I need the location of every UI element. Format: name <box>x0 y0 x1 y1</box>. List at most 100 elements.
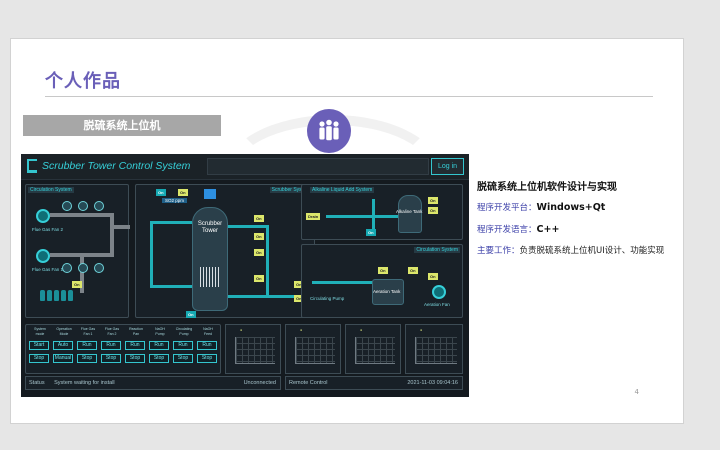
control-header: NaOH Feed <box>203 327 213 336</box>
control-button[interactable]: Run <box>197 341 217 350</box>
panel-title-circulation-2: Circulation System <box>414 247 460 253</box>
cylinder-icon <box>47 290 52 301</box>
control-button[interactable]: Run <box>149 341 169 350</box>
aeration-on-tag[interactable]: On <box>408 267 418 274</box>
work-row: 主要工作：负责脱硫系统上位机UI设计、功能实现 <box>477 245 687 258</box>
cylinder-icon <box>40 290 45 301</box>
control-button[interactable]: Stop <box>149 354 169 363</box>
panel-alkaline: Alkaline Liquid Add System Drain Alkalin… <box>301 184 463 240</box>
control-button[interactable]: Manual <box>53 354 73 363</box>
login-button[interactable]: Log in <box>431 158 464 175</box>
control-button[interactable]: Run <box>101 341 121 350</box>
chart-grid <box>295 337 335 364</box>
pump-tag[interactable]: On <box>186 311 196 318</box>
drain-tag[interactable]: Drain <box>306 213 321 220</box>
team-icon <box>307 109 351 153</box>
so2-value-tag: On <box>156 189 166 196</box>
work-label: 主要工作： <box>477 246 520 256</box>
status-label: Status <box>29 380 45 386</box>
panel-scrubber: Scrubber System On On SO2 ppm Scrubber T… <box>135 184 315 318</box>
panel-circulation-2: Circulation System Aeration Tank Aeratio… <box>301 244 463 318</box>
valve-on-tag[interactable]: On <box>254 215 264 222</box>
chart-grid <box>235 337 275 364</box>
panel-title-alkaline: Alkaline Liquid Add System <box>310 187 375 193</box>
gauge-icon <box>62 201 72 211</box>
remote-bar: Remote Control 2021-11-03 09:04:16 <box>285 376 463 390</box>
page-number: 4 <box>634 388 639 396</box>
language-label: 程序开发语言： <box>477 225 537 235</box>
control-header: Flue Gas Fan 1 <box>80 327 96 336</box>
control-button[interactable]: Stop <box>125 354 145 363</box>
connection-status: Unconnected <box>243 380 276 386</box>
chart-legend-dot: ● <box>420 328 423 332</box>
app-title: Scrubber Tower Control System <box>42 160 191 172</box>
remote-control-label: Remote Control <box>289 380 328 386</box>
tank-on-tag[interactable]: On <box>428 207 438 214</box>
control-button[interactable]: Stop <box>197 354 217 363</box>
project-info: 脱硫系统上位机软件设计与实现 程序开发平台：Windows+Qt 程序开发语言：… <box>477 178 687 266</box>
gauge-icon <box>94 201 104 211</box>
control-button[interactable]: Run <box>77 341 97 350</box>
packing-icon <box>200 267 220 287</box>
slide-title: 个人作品 <box>45 71 121 92</box>
valve-on-tag[interactable]: On <box>294 281 304 288</box>
control-button[interactable]: Start <box>29 341 49 350</box>
control-header: Flue Gas Fan 2 <box>104 327 120 336</box>
aeration-on-tag[interactable]: On <box>378 267 388 274</box>
control-header: Operation Mode <box>56 327 72 336</box>
cylinder-icon <box>68 290 73 301</box>
scrubber-tower-label: Scrubber Tower <box>197 221 223 234</box>
valve-on-tag[interactable]: On <box>72 281 82 288</box>
fan-2-icon[interactable] <box>36 209 50 223</box>
slide: 个人作品 脱硫系统上位机 Scrubber Tower Control Syst… <box>10 38 684 424</box>
control-button[interactable]: Run <box>125 341 145 350</box>
section-label: 脱硫系统上位机 <box>23 115 221 136</box>
chimney-icon <box>204 189 216 199</box>
cylinder-icon <box>61 290 66 301</box>
gauge-icon <box>62 263 72 273</box>
control-button[interactable]: Stop <box>77 354 97 363</box>
status-tag: On <box>178 189 188 196</box>
control-header: System mode <box>34 327 46 336</box>
status-bar: Status System waiting for install Unconn… <box>25 376 281 390</box>
control-button[interactable]: Stop <box>173 354 193 363</box>
alkaline-tank-label: Alkaline Tank <box>396 209 423 214</box>
fan-on-tag[interactable]: On <box>428 273 438 280</box>
valve-on-tag[interactable]: On <box>294 295 304 302</box>
control-button[interactable]: Stop <box>101 354 121 363</box>
fan-2-label: Flue Gas Fan 2 <box>32 227 64 232</box>
chart-legend-dot: ● <box>300 328 303 332</box>
aeration-fan-label: Aeration Fan <box>424 302 450 307</box>
panel-title-circulation: Circulation System <box>28 187 74 193</box>
circ-pump-label: Circulating Pump <box>310 296 345 301</box>
control-header: NaOH Pump <box>155 327 165 336</box>
control-button[interactable]: Run <box>173 341 193 350</box>
language-value: C++ <box>536 224 560 235</box>
alkaline-tank <box>398 195 422 233</box>
platform-value: Windows+Qt <box>536 202 606 213</box>
cylinder-icon <box>54 290 59 301</box>
chart-grid <box>355 337 395 364</box>
trend-chart-1: ● <box>225 324 281 374</box>
control-header: Reaction Pan <box>129 327 143 336</box>
fan-1-icon[interactable] <box>36 249 50 263</box>
control-button[interactable]: Auto <box>53 341 73 350</box>
trend-chart-2: ● <box>285 324 341 374</box>
valve-on-tag[interactable]: On <box>254 275 264 282</box>
status-message: System waiting for install <box>54 380 115 386</box>
valve-on-tag[interactable]: On <box>254 249 264 256</box>
control-header: Circulating Pump <box>175 327 193 336</box>
project-title: 脱硫系统上位机软件设计与实现 <box>477 182 617 193</box>
work-desc: 负责脱硫系统上位机UI设计、功能实现 <box>519 246 665 256</box>
alkaline-pump-tag[interactable]: On <box>366 229 376 236</box>
tank-on-tag[interactable]: On <box>428 197 438 204</box>
valve-on-tag[interactable]: On <box>254 233 264 240</box>
app-logo-icon <box>27 159 37 173</box>
message-box <box>207 158 429 175</box>
aeration-tank-label: Aeration Tank <box>373 289 401 294</box>
aeration-fan-icon[interactable] <box>432 285 446 299</box>
fan-1-label: Flue Gas Fan 1 <box>32 267 64 272</box>
control-button[interactable]: Stop <box>29 354 49 363</box>
language-row: 程序开发语言：C++ <box>477 223 687 237</box>
